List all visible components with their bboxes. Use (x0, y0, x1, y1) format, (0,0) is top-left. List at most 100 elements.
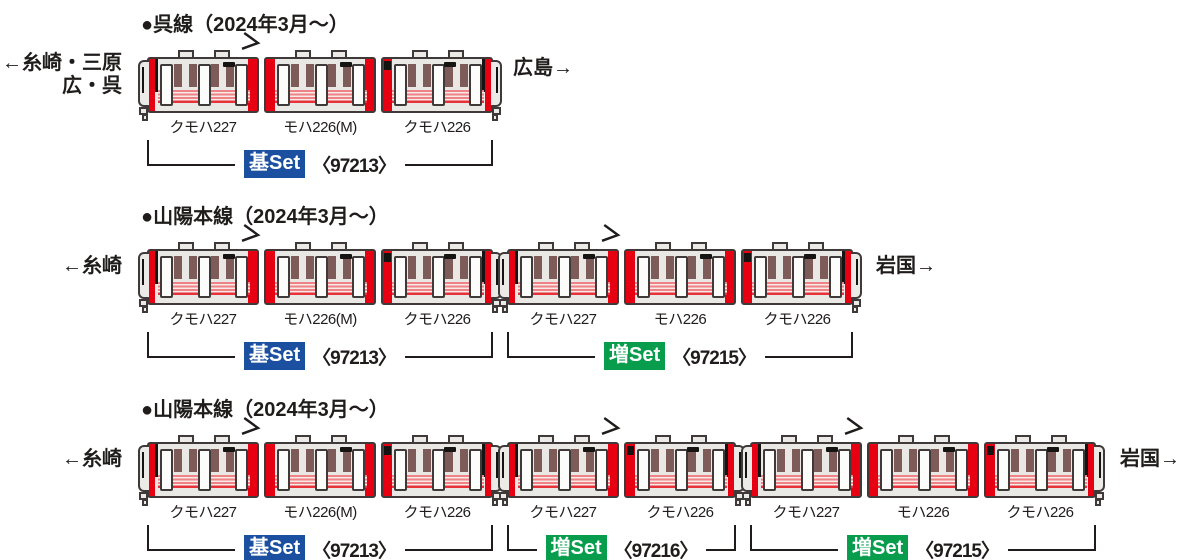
direction-label-left: ←糸崎・三原広・呉 (0, 52, 122, 98)
side-window (805, 256, 813, 279)
side-window (703, 256, 711, 279)
front-red-stripe (752, 444, 758, 496)
row-title: ●山陽本線（2024年3月～） (141, 206, 389, 228)
side-window (571, 256, 579, 279)
direction-label-line: ←糸崎・三原 (2, 52, 122, 74)
direction-arrow-icon (240, 416, 262, 439)
red-end-band (626, 444, 635, 496)
car: モハ226(M) (264, 435, 376, 523)
rear-red-stripe (485, 59, 491, 111)
windshield-line (496, 259, 498, 285)
side-window (328, 64, 336, 87)
red-end-band (266, 59, 275, 111)
rear-red-stripe (845, 251, 851, 303)
set-badge: 増Set (545, 535, 607, 560)
door (160, 449, 173, 491)
side-window (445, 64, 453, 87)
car-label: クモハ227 (169, 311, 237, 328)
direction-arrow-icon (240, 31, 262, 54)
rear-red-stripe (728, 444, 734, 496)
side-window (408, 449, 416, 472)
car: クモハ226 (741, 242, 862, 330)
car-side (158, 253, 250, 301)
cab-coupler-foot (1095, 499, 1101, 506)
windshield-line (142, 259, 144, 285)
cab-face (138, 60, 149, 107)
set-bracket: 増Set〈97215〉 (750, 525, 1096, 560)
cab-coupler-foot (735, 499, 741, 506)
side-window (306, 64, 314, 87)
car-side (878, 446, 970, 494)
red-end-band (869, 444, 878, 496)
car-side (635, 253, 727, 301)
direction-label-left: ←糸崎 (62, 255, 122, 278)
red-end-band (266, 444, 275, 496)
car-body (750, 442, 862, 498)
door (314, 449, 328, 491)
cab-face (498, 252, 509, 299)
car: クモハ226 (381, 242, 507, 330)
set-badge: 基Set (244, 535, 306, 560)
side-window (814, 449, 822, 472)
roof-vent (412, 435, 429, 444)
car-side (995, 446, 1087, 494)
door (763, 449, 776, 491)
car-body (264, 249, 376, 305)
cab-face (741, 445, 752, 492)
direction-arrow-icon (240, 223, 262, 246)
door (829, 256, 842, 298)
car-body (381, 57, 493, 113)
direction-arrow-icon (600, 416, 622, 439)
side-window (666, 449, 674, 472)
side-window (226, 64, 234, 87)
door (160, 256, 173, 298)
car-side (752, 253, 844, 301)
car-label: クモハ226 (403, 311, 471, 328)
car: クモハ227 (498, 416, 621, 523)
red-end-band (851, 444, 860, 496)
set-bracket: 増Set〈97216〉 (507, 525, 736, 560)
roof-vent (295, 435, 312, 444)
front-black-stripe (515, 444, 518, 478)
door (520, 256, 533, 298)
side-window (226, 256, 234, 279)
front-black-stripe (155, 251, 158, 285)
windshield-line (502, 452, 504, 478)
door (160, 64, 173, 106)
set-number: 〈97215〉 (915, 540, 1000, 560)
car-label: モハ226(M) (283, 504, 357, 521)
car-body (507, 249, 619, 305)
windshield-line (1099, 452, 1101, 478)
roof-vent (772, 242, 789, 251)
side-window (408, 64, 416, 87)
door (595, 256, 608, 298)
side-window (306, 449, 314, 472)
door (469, 64, 482, 106)
door (314, 256, 328, 298)
car-label: モハ226 (653, 311, 707, 328)
destination-sign (583, 254, 595, 259)
side-window (688, 256, 696, 279)
roof-vent (781, 435, 798, 444)
car-label: クモハ227 (169, 119, 237, 136)
front-red-stripe (149, 251, 155, 303)
set-label: 基Set〈97213〉 (235, 150, 405, 178)
side-window (1048, 449, 1056, 472)
car-label: クモハ227 (772, 504, 840, 521)
door (469, 449, 482, 491)
destination-sign (340, 254, 352, 259)
roof-vent (214, 435, 231, 444)
destination-sign (223, 447, 235, 452)
roof-vent (817, 435, 834, 444)
door (800, 449, 814, 491)
roof-vent (898, 435, 915, 444)
door (791, 256, 805, 298)
car-body (741, 249, 853, 305)
side-window (343, 449, 351, 472)
side-window (189, 256, 197, 279)
car-side (518, 446, 610, 494)
end-sign-black (744, 253, 751, 262)
